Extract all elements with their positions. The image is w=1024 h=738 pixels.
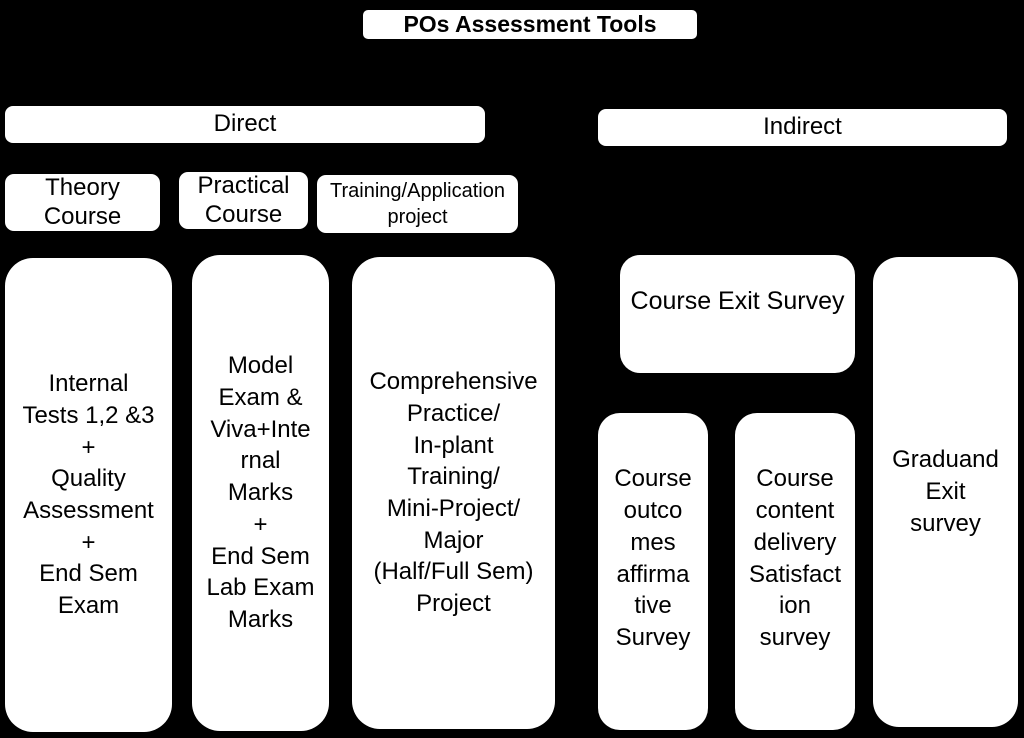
diagram-title: POs Assessment Tools <box>363 10 697 39</box>
course-exit-survey-box: Course Exit Survey <box>620 255 855 373</box>
course-content-delivery-satisfaction-survey-box: Course content delivery Satisfact ion su… <box>735 413 855 730</box>
training-application-project-header: Training/Application project <box>317 175 518 233</box>
indirect-branch-header: Indirect <box>598 109 1007 146</box>
theory-course-header: Theory Course <box>5 174 160 231</box>
practical-course-assessment-box: Model Exam & Viva+Inte rnal Marks + End … <box>192 255 329 731</box>
practical-course-header: Practical Course <box>179 172 308 229</box>
direct-branch-header: Direct <box>5 106 485 143</box>
course-outcomes-affirmative-survey-box: Course outco mes affirma tive Survey <box>598 413 708 730</box>
theory-course-assessment-box: Internal Tests 1,2 &3 + Quality Assessme… <box>5 258 172 732</box>
training-project-assessment-box: Comprehensive Practice/ In-plant Trainin… <box>352 257 555 729</box>
graduand-exit-survey-box: Graduand Exit survey <box>873 257 1018 727</box>
